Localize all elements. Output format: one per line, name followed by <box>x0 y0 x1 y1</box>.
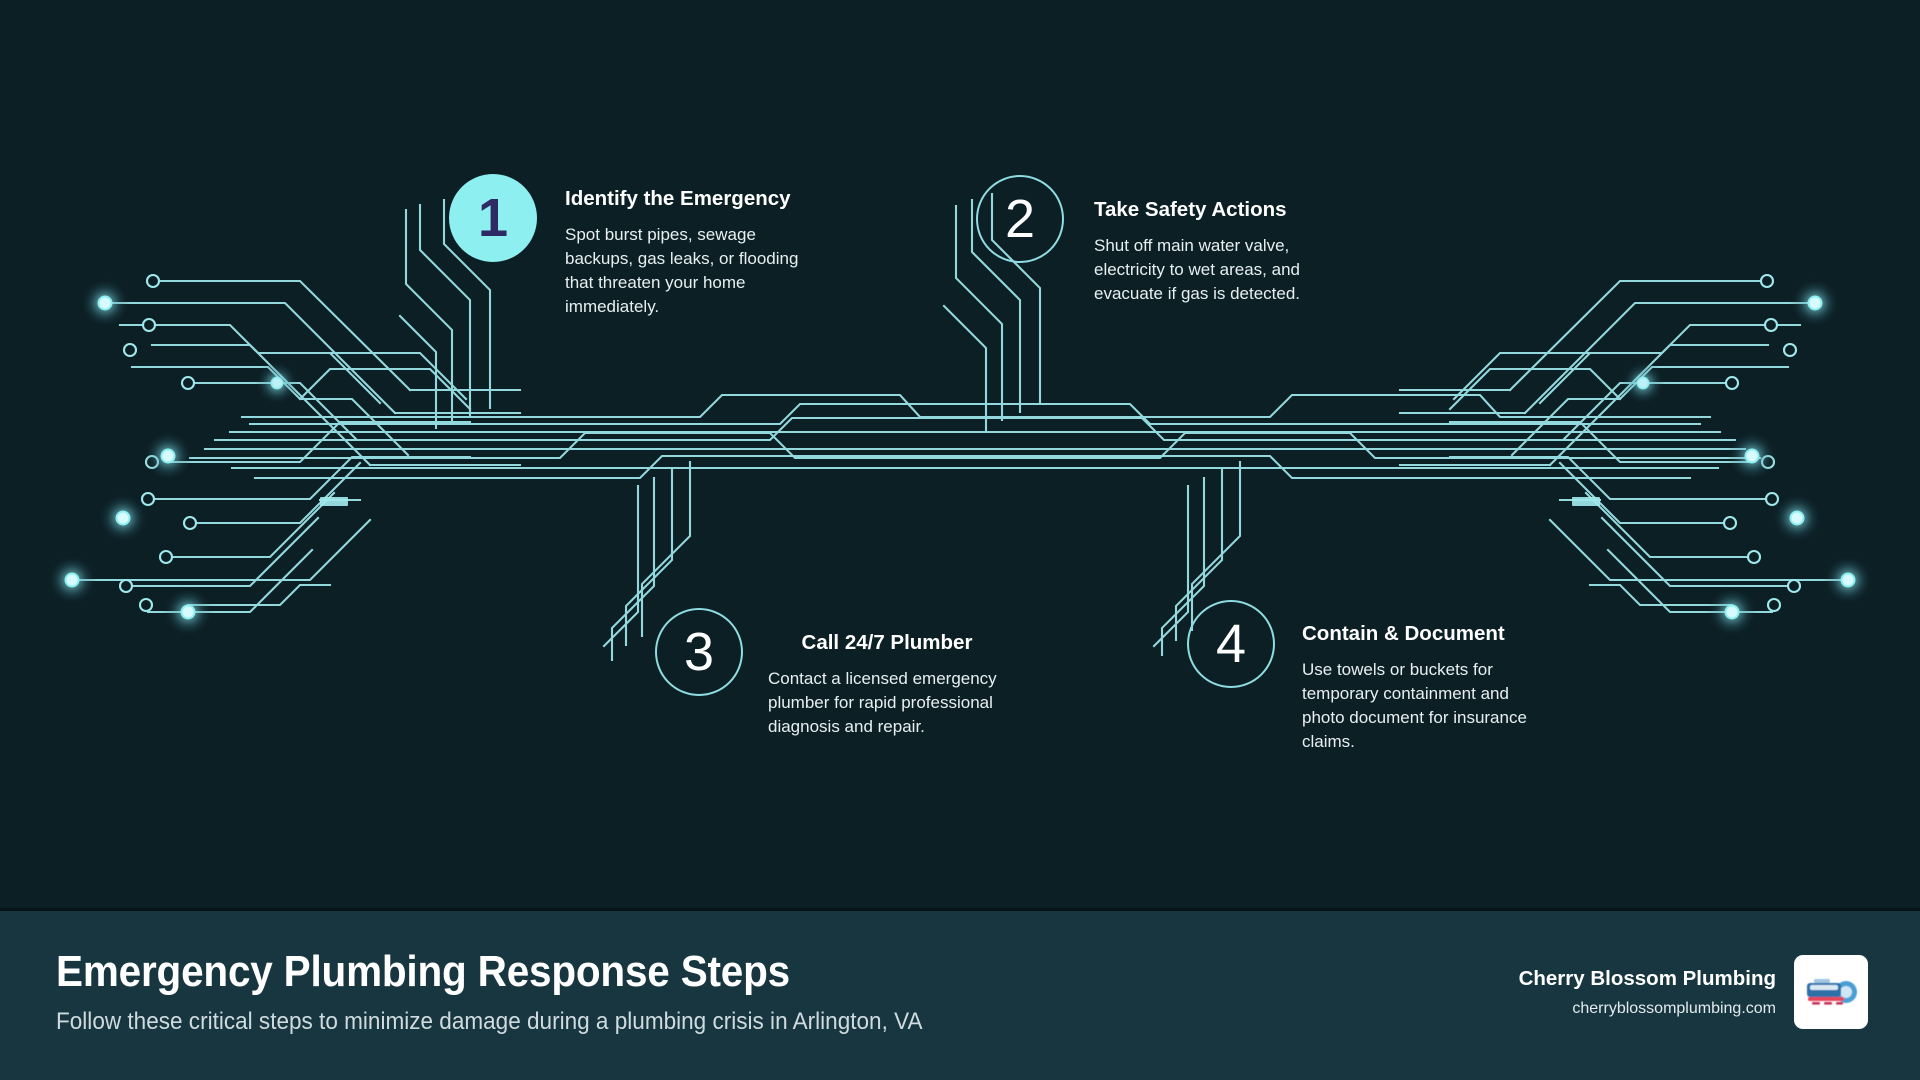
brand-website[interactable]: cherryblossomplumbing.com <box>1572 999 1776 1017</box>
step-4-text: Contain & Document Use towels or buckets… <box>1302 622 1542 754</box>
step-3-text: Call 24/7 Plumber Contact a licensed eme… <box>768 631 1006 739</box>
step-4-description: Use towels or buckets for temporary cont… <box>1302 659 1527 751</box>
circuit-terminal-ring <box>118 273 1802 613</box>
footer-bar: Emergency Plumbing Response Steps Follow… <box>0 908 1920 1080</box>
step-2-title: Take Safety Actions <box>1094 198 1287 221</box>
step-2-number-badge: 2 <box>976 175 1064 263</box>
circuit-node <box>47 278 1873 637</box>
step-1-number-badge: 1 <box>449 174 537 262</box>
plumbing-logo-icon <box>1807 979 1857 1005</box>
step-2-text: Take Safety Actions Shut off main water … <box>1094 198 1326 306</box>
branding: Cherry Blossom Plumbing cherryblossomplu… <box>1519 955 1868 1029</box>
step-1-description: Spot burst pipes, sewage backups, gas le… <box>565 224 799 316</box>
step-4-title: Contain & Document <box>1302 622 1505 645</box>
step-3-number-badge: 3 <box>655 608 743 696</box>
page-title: Emergency Plumbing Response Steps <box>56 947 791 996</box>
step-4-number-badge: 4 <box>1187 600 1275 688</box>
brand-name: Cherry Blossom Plumbing <box>1518 967 1776 991</box>
circuit-pad <box>320 497 1600 506</box>
brand-logo <box>1794 955 1868 1029</box>
step-1-text: Identify the Emergency Spot burst pipes,… <box>565 187 817 319</box>
page-subtitle: Follow these critical steps to minimize … <box>56 1008 923 1036</box>
step-3-title: Call 24/7 Plumber <box>801 631 973 654</box>
brand-text: Cherry Blossom Plumbing cherryblossomplu… <box>1519 966 1776 1018</box>
step-3-description: Contact a licensed emergency plumber for… <box>768 668 997 736</box>
step-1-title: Identify the Emergency <box>565 187 791 210</box>
footer-headings: Emergency Plumbing Response Steps Follow… <box>56 947 998 1036</box>
circuit-board-artwork <box>47 192 1873 662</box>
step-2-description: Shut off main water valve, electricity t… <box>1094 235 1301 303</box>
